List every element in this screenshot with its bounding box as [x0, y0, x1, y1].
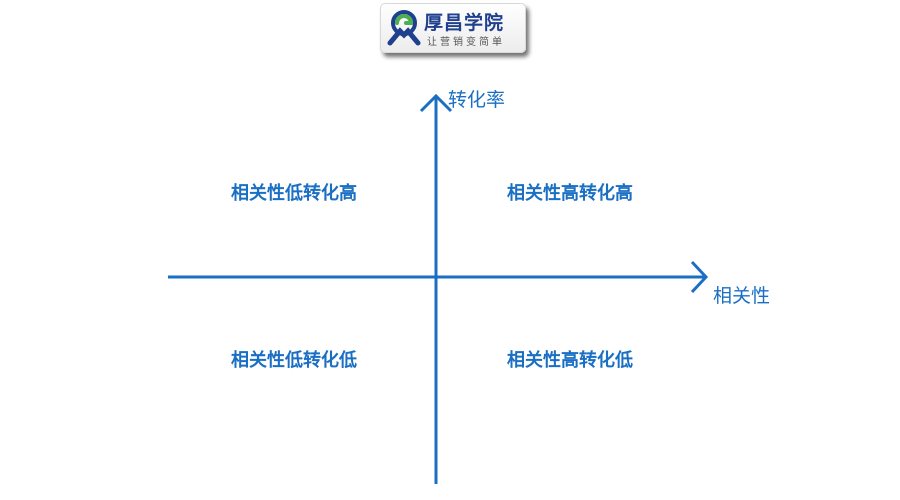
- brand-logo: 厚昌学院 让营销变简单: [380, 3, 526, 53]
- quadrant-top-left: 相关性低转化高: [231, 183, 357, 204]
- logo-mark-icon: [387, 10, 421, 46]
- quadrant-bottom-right: 相关性高转化低: [507, 350, 633, 371]
- logo-name: 厚昌学院: [424, 12, 505, 34]
- x-axis-arrow: [690, 260, 709, 294]
- quadrant-top-right: 相关性高转化高: [507, 183, 633, 204]
- x-axis-label: 相关性: [713, 285, 771, 307]
- y-axis-arrow: [419, 93, 453, 113]
- y-axis-label: 转化率: [448, 89, 506, 111]
- logo-slogan: 让营销变简单: [427, 37, 505, 48]
- quadrant-bottom-left: 相关性低转化低: [231, 350, 357, 371]
